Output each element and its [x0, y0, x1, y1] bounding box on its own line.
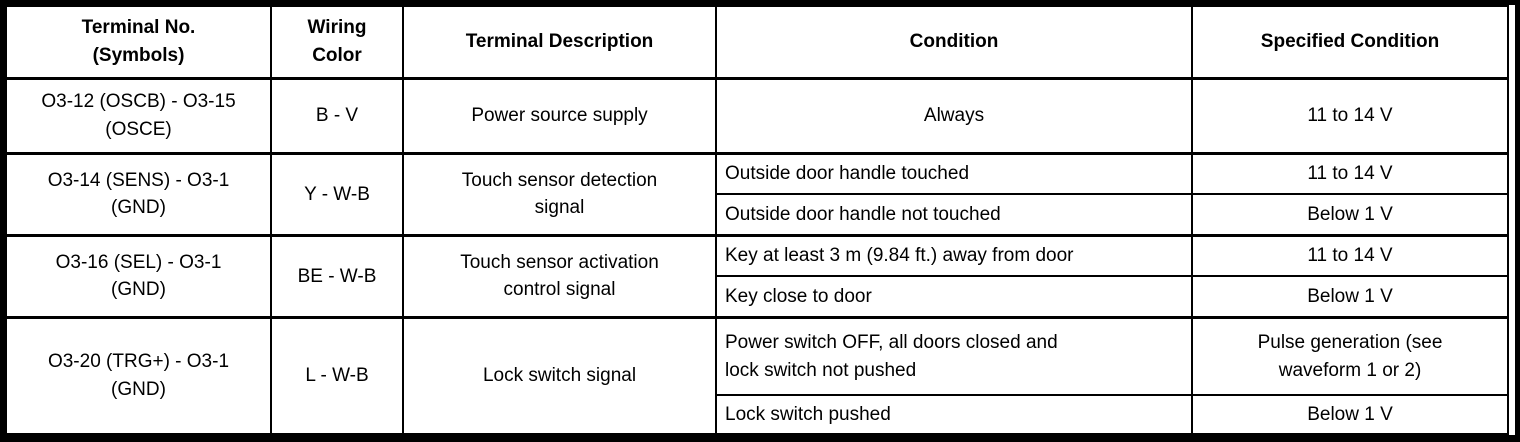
cell-specified-condition: 11 to 14 V	[1191, 233, 1509, 278]
cell-wiring-color: BE - W-B	[270, 233, 404, 319]
cell-specified-condition: 11 to 14 V	[1191, 76, 1509, 155]
table-subrow: Outside door handle not touched Below 1 …	[6, 193, 1509, 237]
cell-specified-condition: Below 1 V	[1191, 193, 1509, 237]
cell-description: Power source supply	[402, 76, 717, 155]
cell-specified-condition: 11 to 14 V	[1191, 152, 1509, 196]
cell-condition: Always	[715, 76, 1193, 155]
cell-terminal: O3-12 (OSCB) - O3-15 (OSCE)	[5, 76, 272, 155]
cell-terminal: O3-14 (SENS) - O3-1 (GND)	[5, 152, 272, 237]
table-row: O3-20 (TRG+) - O3-1 (GND) L - W-B Lock s…	[5, 315, 1509, 435]
cell-terminal: O3-16 (SEL) - O3-1 (GND)	[5, 233, 272, 319]
terminal-spec-table: Terminal No. (Symbols) Wiring Color Term…	[5, 5, 1509, 435]
cell-condition: Outside door handle not touched	[715, 193, 1193, 237]
table-row: O3-14 (SENS) - O3-1 (GND) Y - W-B Touch …	[5, 152, 1509, 237]
cell-condition: Key close to door	[715, 275, 1193, 319]
cell-condition: Outside door handle touched	[715, 152, 1193, 196]
cell-specified-condition: Below 1 V	[1191, 394, 1509, 435]
table-row: O3-12 (OSCB) - O3-15 (OSCE) B - V Power …	[5, 76, 1509, 155]
table-subrow: Lock switch pushed Below 1 V	[6, 394, 1509, 435]
cell-terminal: O3-20 (TRG+) - O3-1 (GND)	[5, 315, 272, 435]
cell-wiring-color: Y - W-B	[270, 152, 404, 237]
table-subrow: Key close to door Below 1 V	[6, 275, 1509, 319]
col-header-condition: Condition	[715, 5, 1193, 80]
cell-condition: Lock switch pushed	[715, 394, 1193, 435]
cell-description: Lock switch signal	[402, 315, 717, 435]
cell-specified-condition: Below 1 V	[1191, 275, 1509, 319]
col-header-specified-condition: Specified Condition	[1191, 5, 1509, 80]
cell-specified-condition: Pulse generation (see waveform 1 or 2)	[1191, 315, 1509, 397]
cell-description: Touch sensor detection signal	[402, 152, 717, 237]
cell-wiring-color: B - V	[270, 76, 404, 155]
cell-description: Touch sensor activation control signal	[402, 233, 717, 319]
col-header-terminal: Terminal No. (Symbols)	[5, 5, 272, 80]
header-row: Terminal No. (Symbols) Wiring Color Term…	[5, 5, 1509, 80]
table-row: O3-16 (SEL) - O3-1 (GND) BE - W-B Touch …	[5, 233, 1509, 319]
col-header-wiring-color: Wiring Color	[270, 5, 404, 80]
cell-wiring-color: L - W-B	[270, 315, 404, 435]
col-header-terminal-description: Terminal Description	[402, 5, 717, 80]
cell-condition: Power switch OFF, all doors closed and l…	[715, 315, 1193, 397]
cell-condition: Key at least 3 m (9.84 ft.) away from do…	[715, 233, 1193, 278]
